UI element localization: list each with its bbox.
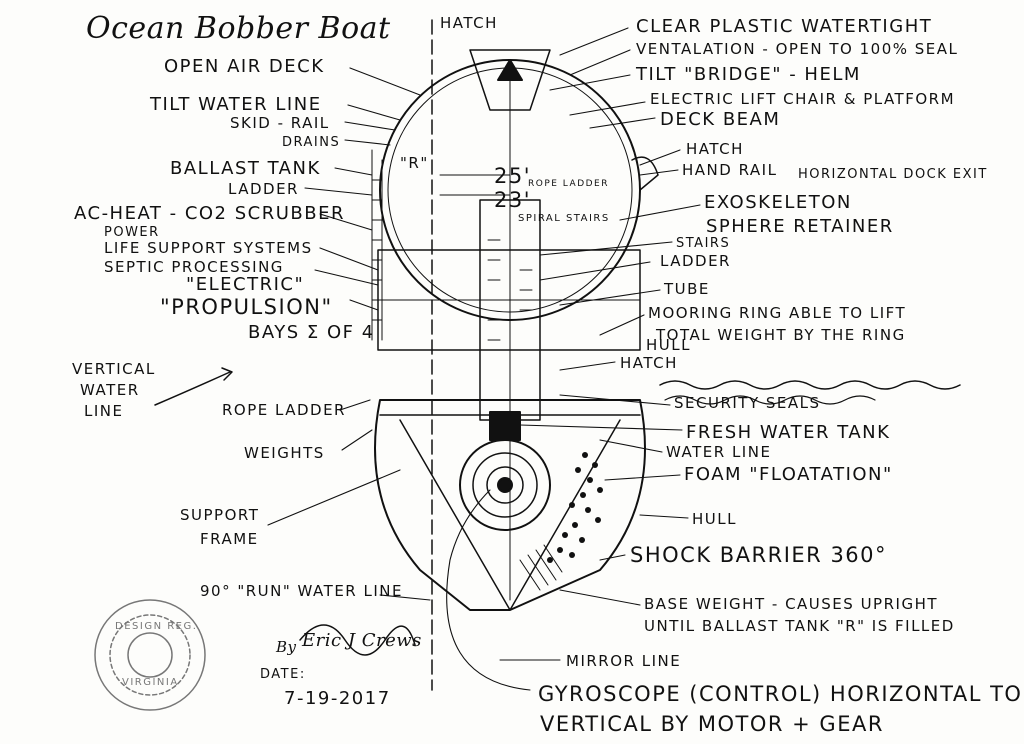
label-shock-barrier: SHOCK BARRIER 360°: [630, 543, 888, 567]
label-deck-beam: DECK BEAM: [660, 109, 781, 130]
label-support-2: FRAME: [200, 530, 259, 548]
label-stairs: STAIRS: [676, 236, 731, 251]
label-exoskeleton: EXOSKELETON: [704, 192, 852, 213]
label-dim-25: 25': [494, 164, 531, 188]
label-tilt-water-line: TILT WATER LINE: [150, 94, 322, 115]
label-inner-rope-ladder: ROPE LADDER: [528, 179, 609, 189]
label-electric: "ELECTRIC": [186, 274, 305, 295]
label-base-weight-1: BASE WEIGHT - CAUSES UPRIGHT: [644, 595, 939, 613]
label-vertical-3: LINE: [84, 402, 124, 420]
label-dim-23: 23': [494, 188, 531, 212]
label-electric-lift: ELECTRIC LIFT CHAIR & PLATFORM: [650, 90, 956, 108]
label-clear-plastic: CLEAR PLASTIC WATERTIGHT: [636, 16, 933, 37]
support-frame: [399, 419, 621, 611]
label-security-seals: SECURITY SEALS: [674, 394, 821, 412]
label-life-support: LIFE SUPPORT SYSTEMS: [104, 239, 313, 257]
label-propulsion: "PROPULSION": [160, 295, 333, 319]
label-weights: WEIGHTS: [244, 444, 325, 462]
label-horizontal-dock-exit: HORIZONTAL DOCK EXIT: [798, 167, 988, 182]
signature-by: By: [276, 638, 297, 656]
label-skid-rail: SKID - RAIL: [230, 114, 330, 132]
label-gyroscope-2: VERTICAL BY MOTOR + GEAR: [540, 712, 884, 736]
label-foam-floatation: FOAM "FLOATATION": [684, 464, 893, 485]
diagram-title: Ocean Bobber Boat: [86, 11, 391, 46]
helm-bridge: [469, 49, 551, 111]
label-tube: TUBE: [664, 280, 710, 298]
water-waves: [659, 380, 961, 390]
label-hatch-mid: HATCH: [686, 140, 744, 158]
foam-floatation: [547, 452, 603, 563]
label-ladder-right: LADDER: [660, 252, 731, 270]
label-r-marker: "R": [400, 154, 429, 172]
label-ballast-tank: BALLAST TANK: [170, 158, 321, 179]
label-mooring-1: MOORING RING ABLE TO LIFT: [648, 304, 907, 322]
label-septic: SEPTIC PROCESSING: [104, 258, 284, 276]
label-mooring-2: TOTAL WEIGHT BY THE RING: [656, 326, 906, 344]
label-tilt-bridge: TILT "BRIDGE" - HELM: [636, 64, 861, 85]
label-open-air-deck: OPEN AIR DECK: [164, 56, 325, 77]
signature-date-label: DATE:: [260, 667, 306, 682]
label-power: POWER: [104, 225, 160, 240]
label-hatch-top: HATCH: [440, 14, 498, 32]
label-spiral-stairs: SPIRAL STAIRS: [518, 213, 610, 224]
label-ladder-left: LADDER: [228, 180, 299, 198]
label-support-1: SUPPORT: [180, 506, 260, 524]
design-stamp: [94, 599, 206, 711]
label-hull-low: HULL: [692, 510, 737, 528]
signature-date: 7-19-2017: [284, 688, 391, 709]
label-hull-top: HULL: [646, 336, 691, 354]
signature-name: Eric J Crews: [302, 630, 422, 651]
label-vertical-1: VERTICAL: [72, 360, 156, 378]
label-sphere-retainer: SPHERE RETAINER: [706, 216, 894, 237]
label-gyroscope-1: GYROSCOPE (CONTROL) HORIZONTAL TO: [538, 682, 1023, 706]
label-ventalation: VENTALATION - OPEN TO 100% SEAL: [636, 40, 959, 58]
label-drains: DRAINS: [282, 135, 341, 150]
label-ac-heat-co2: AC-HEAT - CO2 SCRUBBER: [74, 203, 345, 224]
label-hatch-low: HATCH: [620, 354, 678, 372]
label-bays: BAYS Σ of 4: [248, 322, 375, 343]
stamp-text-top: DESIGN REG.: [115, 621, 198, 632]
label-mirror-line: MIRROR LINE: [566, 652, 682, 670]
label-rope-ladder: ROPE LADDER: [222, 401, 346, 419]
label-base-weight-2: UNTIL BALLAST TANK "R" IS FILLED: [644, 617, 955, 635]
fresh-water-tank: [489, 411, 521, 441]
label-run-water-line: 90° "RUN" WATER LINE: [200, 582, 403, 600]
stamp-text-bottom: VIRGINIA: [122, 677, 179, 688]
label-vertical-2: WATER: [80, 381, 140, 399]
label-fresh-water: FRESH WATER TANK: [686, 422, 891, 443]
label-water-line: WATER LINE: [666, 443, 772, 461]
label-hand-rail: HAND RAIL: [682, 161, 778, 179]
